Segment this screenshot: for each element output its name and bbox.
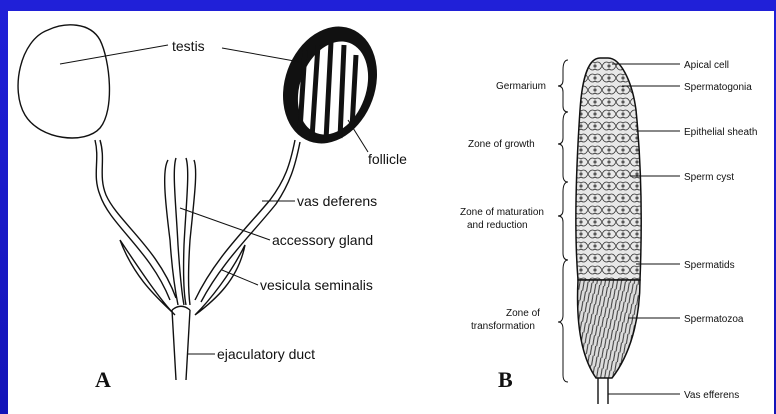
- zone-transformation-line2: transformation: [471, 321, 535, 332]
- label-apical-cell: Apical cell: [684, 60, 729, 71]
- label-spermatids: Spermatids: [684, 260, 735, 271]
- zone-germarium: Germarium: [496, 81, 546, 92]
- label-sperm-cyst: Sperm cyst: [684, 172, 734, 183]
- label-spermatozoa: Spermatozoa: [684, 314, 744, 325]
- zone-transformation-line1: Zone of: [506, 308, 540, 319]
- label-vas-deferens: vas deferens: [297, 193, 377, 209]
- testis-tubule-lower: [578, 280, 640, 378]
- zone-maturation-line1: Zone of maturation: [460, 207, 544, 218]
- label-ejaculatory-duct: ejaculatory duct: [217, 346, 315, 362]
- label-epithelial-sheath: Epithelial sheath: [684, 127, 757, 138]
- label-follicle: follicle: [368, 151, 407, 167]
- vas-efferens-shape: [598, 378, 608, 404]
- panel-a: testis follicle vas deferens accessory g…: [18, 13, 407, 392]
- right-testis-shape: [267, 13, 393, 157]
- zone-maturation-line2: and reduction: [467, 220, 528, 231]
- zone-growth: Zone of growth: [468, 139, 535, 150]
- testis-tubule-upper: [576, 58, 641, 280]
- label-vas-efferens: Vas efferens: [684, 390, 739, 401]
- panel-letter-a: A: [95, 367, 111, 392]
- panel-letter-b: B: [498, 367, 513, 392]
- label-vesicula-seminalis: vesicula seminalis: [260, 277, 373, 293]
- panel-b: Germarium Zone of growth Zone of maturat…: [460, 58, 757, 404]
- left-vas-deferens: [95, 140, 176, 300]
- right-vesicula-seminalis: [195, 245, 245, 315]
- label-accessory-gland: accessory gland: [272, 232, 373, 248]
- ejaculatory-duct-shape: [172, 306, 190, 380]
- left-testis-shape: [18, 25, 109, 138]
- label-spermatogonia: Spermatogonia: [684, 82, 752, 93]
- label-testis: testis: [172, 38, 205, 54]
